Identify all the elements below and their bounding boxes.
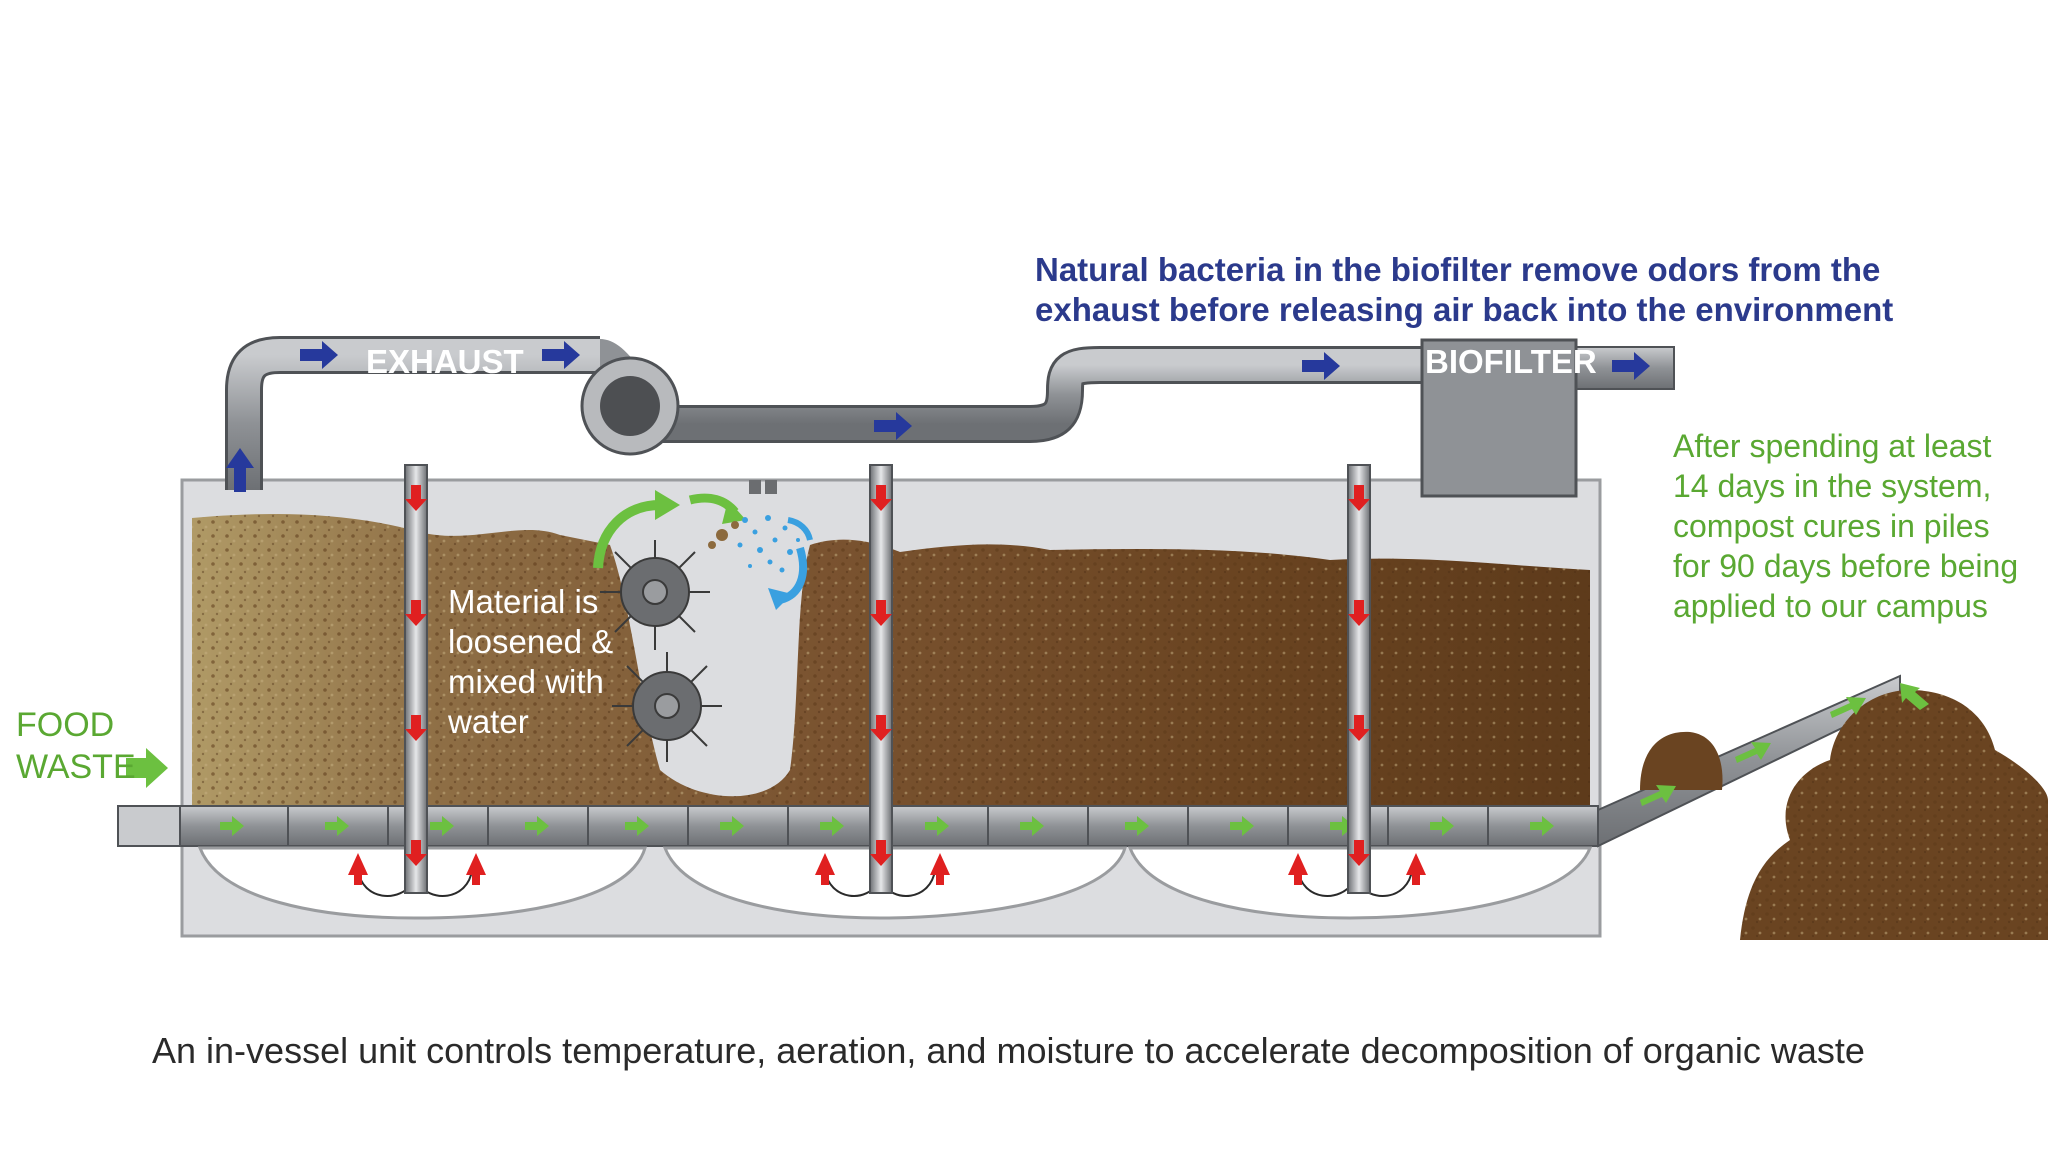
inlet-pipe (117, 805, 181, 847)
caption: An in-vessel unit controls temperature, … (152, 1030, 1865, 1071)
biofilter-note: Natural bacteria in the biofilter remove… (1035, 251, 1894, 328)
mixer-wheel-icon (600, 540, 722, 762)
biofilter-box (1420, 338, 1578, 498)
post-down-arrows (405, 485, 1370, 866)
exhaust-pipe (225, 336, 1675, 490)
exhaust-flow-arrows (226, 341, 1650, 492)
air-posts (404, 464, 1371, 894)
water-spray-icon (708, 480, 813, 610)
exhaust-label: EXHAUST (366, 343, 524, 380)
curing-note: After spending at least 14 days in the s… (1673, 428, 2019, 624)
mixing-flow-arrows (593, 490, 746, 569)
food-waste-arrow (126, 748, 168, 788)
exhaust-fan-icon (580, 356, 680, 456)
aeration-arrow-heads (348, 853, 1426, 885)
food-waste-label: FOOD WASTE (16, 706, 136, 786)
biofilter-label: BIOFILTER (1425, 343, 1597, 380)
mixing-note: Material is loosened & mixed with water (448, 583, 614, 740)
compost-piles (1640, 690, 2048, 940)
outlet-flow-arrows (1640, 683, 1929, 806)
